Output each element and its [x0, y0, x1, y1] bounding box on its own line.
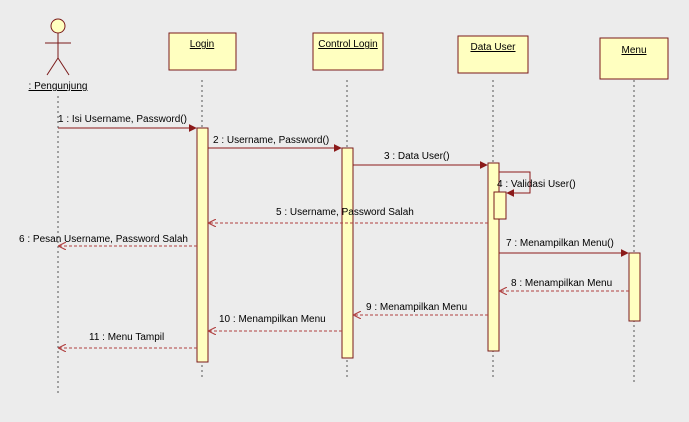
message-7-label: 7 : Menampilkan Menu(): [506, 238, 614, 249]
message-2-label: 2 : Username, Password(): [213, 135, 329, 146]
message-11-label: 11 : Menu Tampil: [89, 332, 164, 343]
message-9-label: 9 : Menampilkan Menu: [366, 302, 467, 313]
object-menu: Menu: [599, 37, 669, 80]
message-1-label: 1 : Isi Username, Password(): [58, 114, 187, 125]
object-menu-label: Menu: [621, 45, 646, 56]
message-5-label: 5 : Username, Password Salah: [276, 207, 414, 218]
actor-right-leg: [57, 57, 70, 76]
actor-left-leg: [46, 57, 59, 76]
object-data-user-label: Data User: [470, 42, 516, 53]
object-control-login: Control Login: [312, 32, 384, 71]
message-8-label: 8 : Menampilkan Menu: [511, 278, 612, 289]
object-login-label: Login: [190, 39, 214, 50]
message-4-label: 4 : Validasi User(): [497, 179, 576, 190]
object-login: Login: [168, 32, 237, 71]
message-6-label: 6 : Pesan Username, Password Salah: [19, 234, 188, 245]
actor-label: : Pengunjung: [29, 81, 88, 92]
object-control-login-label: Control Login: [318, 39, 377, 50]
message-10-label: 10 : Menampilkan Menu: [219, 314, 326, 325]
activation-data-user-self: [493, 191, 507, 220]
activation-menu: [628, 252, 641, 322]
actor-pengunjung: : Pengunjung: [29, 18, 88, 92]
activation-data-user: [487, 162, 500, 352]
actor-head: [50, 18, 66, 34]
object-data-user: Data User: [457, 35, 529, 74]
message-4-arrow: [499, 171, 531, 197]
message-3-label: 3 : Data User(): [384, 151, 450, 162]
activation-control-login: [341, 147, 354, 359]
activation-login: [196, 127, 209, 363]
